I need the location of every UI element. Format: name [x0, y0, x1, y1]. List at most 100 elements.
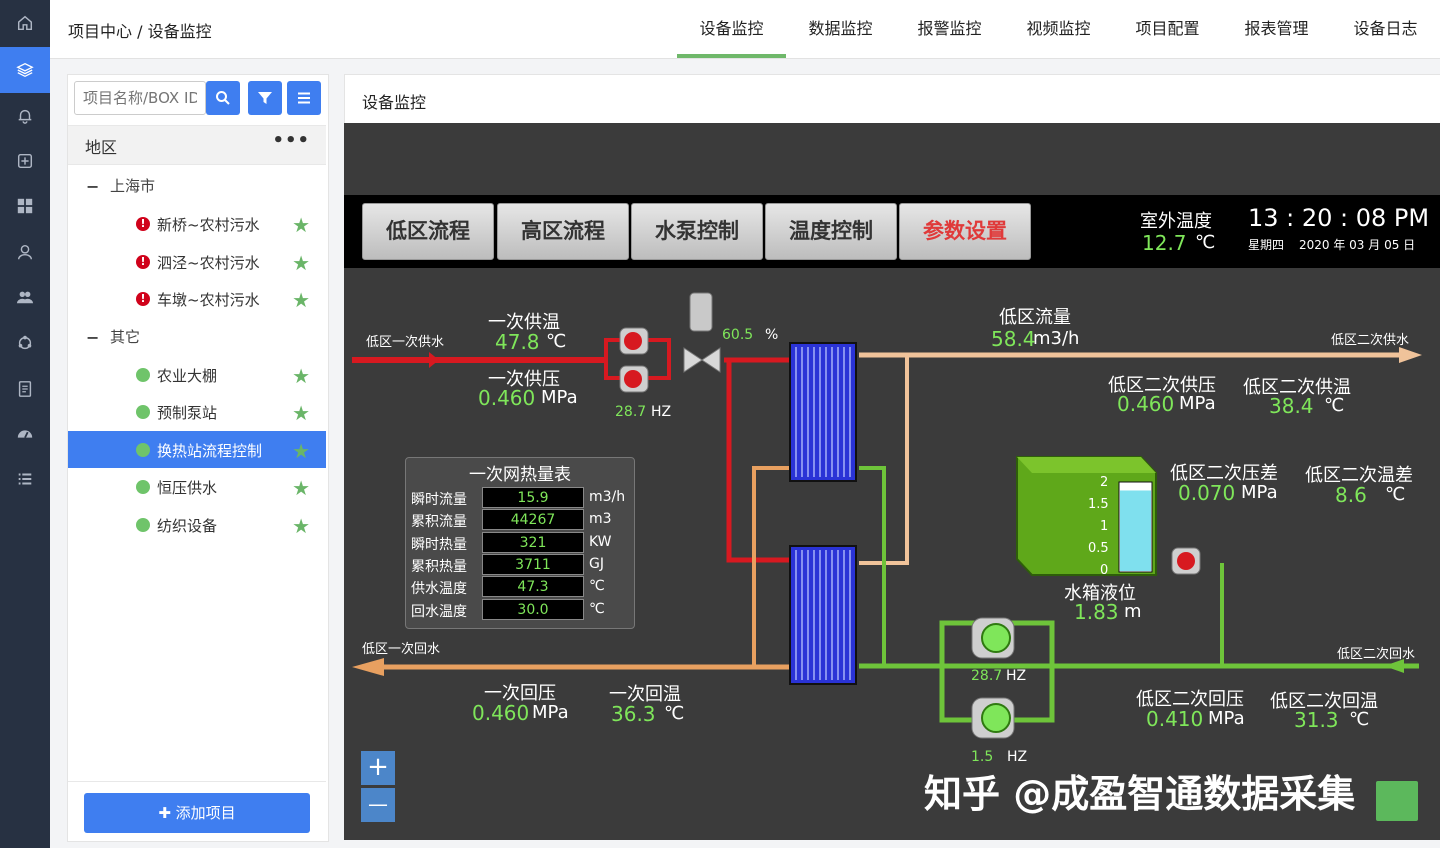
- star-icon[interactable]: ★: [292, 363, 310, 388]
- high-zone-flow-button[interactable]: 高区流程: [497, 203, 629, 260]
- home-icon[interactable]: [0, 0, 50, 46]
- tree-item[interactable]: 农业大棚★: [68, 356, 326, 394]
- layers-icon[interactable]: [0, 47, 50, 93]
- clock-weekday: 星期四: [1248, 238, 1285, 252]
- valve-opening-value: 60.5: [722, 327, 754, 343]
- green-pump-icon: [971, 617, 1015, 739]
- add-box-icon[interactable]: [0, 138, 50, 184]
- star-icon[interactable]: ★: [292, 213, 310, 237]
- pump3-freq-unit: HZ: [1007, 749, 1028, 765]
- tree-item[interactable]: !新桥~农村污水★: [68, 205, 326, 243]
- tab-device-monitor[interactable]: 设备监控: [677, 0, 786, 58]
- tab-device-log[interactable]: 设备日志: [1353, 19, 1418, 38]
- bell-icon[interactable]: [0, 93, 50, 139]
- collapse-icon[interactable]: −: [86, 177, 100, 196]
- flow-unit: m3/h: [1033, 328, 1080, 349]
- tree-item[interactable]: 预制泵站 ★: [68, 393, 326, 431]
- tree-item[interactable]: !车墩~农村污水★: [68, 280, 326, 318]
- tank-scale-1: 1: [1100, 519, 1109, 534]
- search-button[interactable]: [206, 81, 240, 115]
- list-icon[interactable]: [0, 456, 50, 502]
- star-icon[interactable]: ★: [292, 288, 310, 312]
- star-icon[interactable]: ★: [292, 513, 310, 538]
- sec-return-press-value: 0.410: [1146, 707, 1204, 731]
- pump-control-button[interactable]: 水泵控制: [631, 203, 763, 260]
- tab-alarm-monitor[interactable]: 报警监控: [917, 19, 982, 38]
- primary-return-press-label: 一次回压: [484, 683, 556, 704]
- tree-group-shanghai[interactable]: −上海市: [68, 167, 326, 205]
- breadcrumb: 项目中心 / 设备监控: [68, 22, 212, 41]
- tab-video-monitor[interactable]: 视频监控: [1026, 19, 1091, 38]
- tree-item-label: 预制泵站: [157, 404, 218, 422]
- primary-supply-temp-label: 一次供温: [488, 312, 560, 333]
- temp-control-button[interactable]: 温度控制: [765, 203, 897, 260]
- tab-report-manage[interactable]: 报表管理: [1244, 19, 1309, 38]
- primary-supply-temp-unit: ℃: [546, 331, 567, 352]
- tree-item[interactable]: 恒压供水 ★: [68, 468, 326, 506]
- dashboard-icon[interactable]: [0, 183, 50, 229]
- filter-button[interactable]: [248, 81, 282, 115]
- primary-return-label: 低区一次回水: [362, 642, 441, 657]
- tree-item[interactable]: 纺织设备 ★: [68, 506, 326, 544]
- group-label: 其它: [110, 327, 141, 346]
- pump2-freq-value: 28.7: [971, 668, 1003, 684]
- sec-supply-press-unit: MPa: [1179, 393, 1216, 414]
- zoom-out-button[interactable]: —: [361, 788, 395, 822]
- sec-return-temp-unit: ℃: [1349, 709, 1370, 730]
- error-status-icon: !: [136, 254, 150, 269]
- star-icon[interactable]: ★: [292, 438, 310, 463]
- outdoor-temp-label: 室外温度: [1140, 211, 1212, 232]
- secondary-return-label: 低区二次回水: [1337, 647, 1416, 662]
- primary-return-temp-unit: ℃: [664, 703, 685, 724]
- tree-group-other[interactable]: −其它: [68, 318, 326, 356]
- top-bar: 项目中心 / 设备监控 设备监控 数据监控 报警监控 视频监控 项目配置 报表管…: [50, 0, 1440, 59]
- collapse-icon[interactable]: −: [86, 327, 100, 347]
- tree-item-label: 纺织设备: [157, 516, 218, 535]
- group-icon[interactable]: [0, 274, 50, 320]
- star-icon[interactable]: ★: [292, 401, 310, 425]
- sec-supply-temp-unit: ℃: [1324, 395, 1345, 416]
- tree-item-label: 车墩~农村污水: [157, 291, 260, 309]
- tab-project-config[interactable]: 项目配置: [1135, 19, 1200, 38]
- region-header: 地区 •••: [68, 125, 326, 165]
- primary-supply-press-unit: MPa: [541, 387, 578, 408]
- gauge-icon[interactable]: [0, 411, 50, 457]
- tank-scale-0: 0: [1100, 563, 1109, 578]
- param-settings-button[interactable]: 参数设置: [899, 203, 1031, 260]
- more-icon[interactable]: •••: [272, 130, 310, 151]
- menu-button[interactable]: [287, 81, 321, 115]
- tank-level-unit: m: [1124, 601, 1142, 622]
- tree-item[interactable]: ! 泗泾~农村污水 ★: [68, 243, 326, 281]
- scada-canvas: 低区流程 高区流程 水泵控制 温度控制 参数设置 室外温度 12.7 ℃ 13 …: [344, 123, 1440, 840]
- primary-return-temp-value: 36.3: [611, 702, 656, 726]
- zoom-in-button[interactable]: +: [361, 751, 395, 785]
- tree-item-label: 泗泾~农村污水: [157, 253, 260, 272]
- clock-time: 13 : 20 : 08 PM: [1248, 204, 1430, 232]
- star-icon[interactable]: ★: [292, 476, 310, 500]
- add-project-button[interactable]: ✚ 添加项目: [84, 793, 310, 833]
- sec-press-diff-value: 0.070: [1178, 481, 1236, 505]
- tree-item-selected[interactable]: 换热站流程控制★: [68, 430, 326, 468]
- online-status-icon: [136, 442, 150, 457]
- star-icon[interactable]: ★: [292, 250, 310, 275]
- sec-supply-press-value: 0.460: [1117, 392, 1175, 416]
- fullscreen-icon[interactable]: [1376, 781, 1418, 821]
- low-zone-flow-button[interactable]: 低区流程: [362, 203, 494, 260]
- tree-item-label: 恒压供水: [157, 479, 218, 497]
- primary-return-press-unit: MPa: [532, 702, 569, 723]
- process-diagram: [352, 292, 1422, 739]
- tank-level-value: 1.83: [1074, 600, 1119, 624]
- pump1-freq-unit: HZ: [651, 404, 672, 420]
- user-icon[interactable]: [0, 229, 50, 275]
- sec-temp-diff-value: 8.6: [1335, 483, 1367, 507]
- primary-return-press-value: 0.460: [472, 701, 530, 725]
- search-input[interactable]: [74, 81, 206, 115]
- tab-data-monitor[interactable]: 数据监控: [808, 19, 873, 38]
- cycle-icon[interactable]: [0, 320, 50, 366]
- document-icon[interactable]: [0, 366, 50, 412]
